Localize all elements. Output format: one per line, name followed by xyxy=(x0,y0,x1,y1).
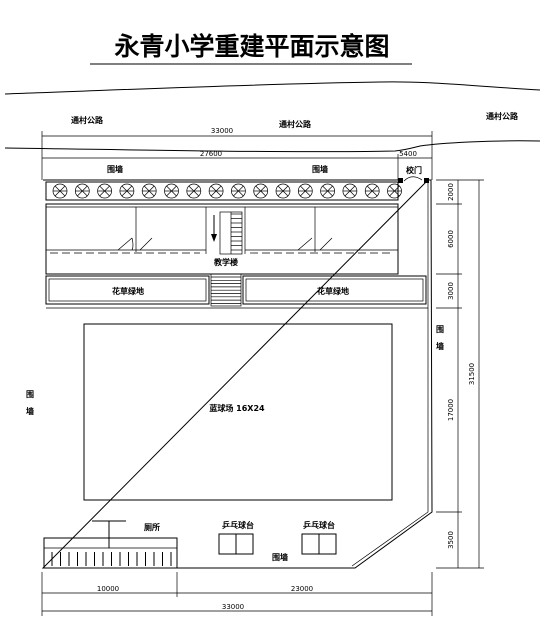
tree-icon xyxy=(387,183,402,199)
tree-icon xyxy=(208,183,224,199)
dim-bottom-total: 33000 xyxy=(222,603,244,611)
dim-right-6000: 6000 xyxy=(447,230,455,248)
dim-top-sub: 27600 xyxy=(200,150,222,158)
tree-icon xyxy=(97,183,112,199)
dim-top-gate: 5400 xyxy=(399,150,417,158)
road-lower-edge xyxy=(4,140,541,153)
toilet-block xyxy=(43,537,178,569)
basketball-court-label: 蓝球场 16X24 xyxy=(209,403,265,413)
tree-icon xyxy=(52,183,68,199)
toilet-label: 厕所 xyxy=(144,522,160,532)
gate-post-right xyxy=(424,178,429,183)
toilet-stalls xyxy=(51,552,172,566)
gate-post-left xyxy=(398,178,403,183)
door-swing xyxy=(117,237,134,251)
dim-top-total: 33000 xyxy=(211,127,233,135)
stair-arrow-head xyxy=(211,234,217,242)
teaching-building-label: 教学楼 xyxy=(213,257,238,267)
door-swing xyxy=(297,237,313,251)
tree-icon xyxy=(186,183,202,199)
door-swing xyxy=(319,237,333,251)
garden-left-inner xyxy=(48,278,207,302)
wall-label-bottom: 围墙 xyxy=(272,552,288,562)
garden-left-label: 花草绿地 xyxy=(112,286,144,296)
tree-icon xyxy=(141,183,157,199)
dim-right-17000: 17000 xyxy=(447,399,455,421)
wall-label-top-left: 围墙 xyxy=(107,164,123,174)
wall-label-right-2: 墙 xyxy=(436,341,444,351)
tree-icon xyxy=(364,183,380,199)
tree-icon xyxy=(297,183,313,199)
garden-right-label: 花草绿地 xyxy=(317,286,349,296)
door-swing xyxy=(139,237,153,251)
tree-icon xyxy=(164,183,179,199)
dim-right-3500: 3500 xyxy=(447,531,455,549)
tree-icon xyxy=(320,183,335,199)
road-label-center: 通村公路 xyxy=(279,119,312,129)
road-label-left: 通村公路 xyxy=(71,115,104,125)
tree-icon xyxy=(342,183,358,199)
tree-icon xyxy=(253,183,269,199)
wall-label-right-1: 围 xyxy=(436,324,444,334)
garden-right-inner xyxy=(245,278,424,302)
garden-left-outline xyxy=(45,275,210,305)
tree-icon xyxy=(74,183,90,199)
site-boundary xyxy=(41,179,433,569)
site-boundary-inner-right xyxy=(351,183,429,567)
wall-label-left-1: 围 xyxy=(26,389,34,399)
dim-right-3000: 3000 xyxy=(447,282,455,300)
tree-icon xyxy=(119,183,135,199)
school-gate-label: 校门 xyxy=(406,165,422,175)
plan-title: 永青小学重建平面示意图 xyxy=(114,32,389,61)
garden-right-outline xyxy=(242,275,427,305)
wall-label-top-right: 围墙 xyxy=(312,164,328,174)
dim-bottom-right: 23000 xyxy=(291,585,313,593)
tree-row xyxy=(52,183,402,199)
stair-steps xyxy=(230,212,242,254)
dim-right-2000: 2000 xyxy=(447,183,455,201)
pingpong-2-label: 乒乓球台 xyxy=(303,520,335,530)
dim-bottom-left: 10000 xyxy=(97,585,119,593)
gate-swing xyxy=(403,176,423,182)
tree-icon xyxy=(231,183,246,199)
basketball-court xyxy=(83,323,393,501)
road-upper-edge xyxy=(4,81,541,95)
road-label-right: 通村公路 xyxy=(486,111,519,121)
pingpong-1-label: 乒乓球台 xyxy=(222,520,254,530)
wall-label-left-2: 墙 xyxy=(26,406,34,416)
tree-icon xyxy=(275,183,291,199)
entrance-stair-steps xyxy=(211,276,241,304)
dim-right-total: 31500 xyxy=(468,363,476,385)
